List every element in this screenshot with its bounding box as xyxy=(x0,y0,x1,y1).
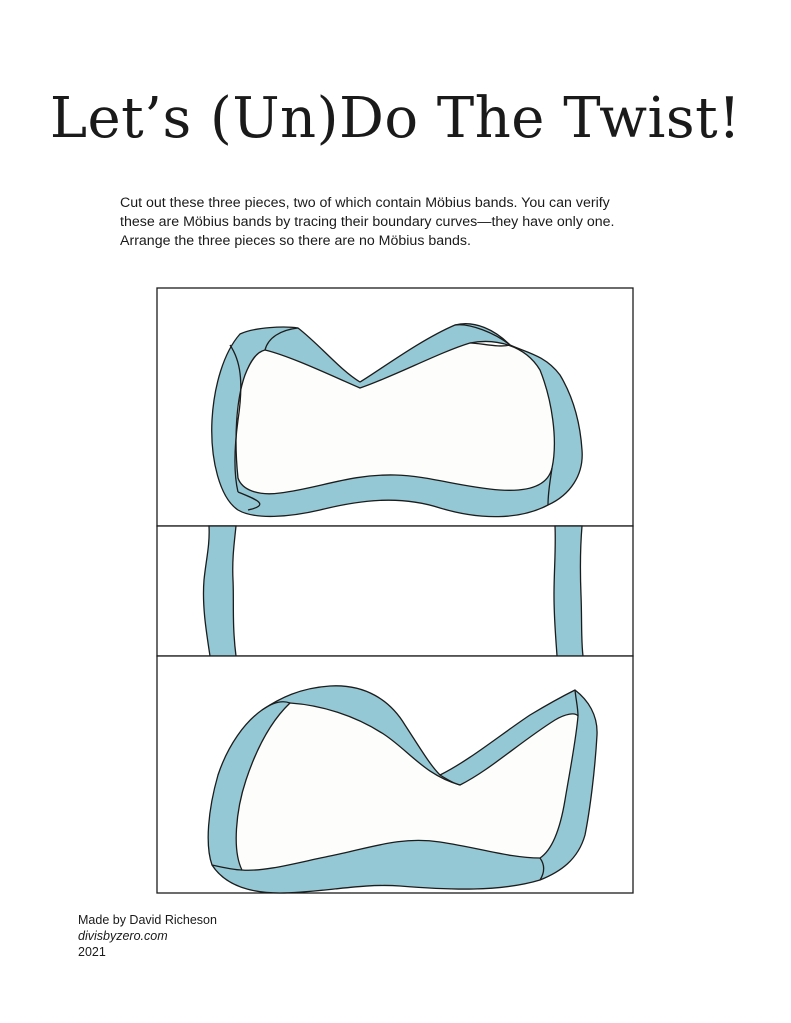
right-band-strip xyxy=(553,525,584,657)
bottom-twist-line xyxy=(261,701,291,711)
bottom-piece xyxy=(156,655,634,894)
bottom-twist-line xyxy=(539,857,545,881)
page-title: Let’s (Un)Do The Twist! xyxy=(49,86,742,151)
instructions-line: these are Möbius bands by tracing their … xyxy=(120,214,615,230)
top-twist-line xyxy=(229,344,242,493)
instructions: Cut out these three pieces, two of which… xyxy=(120,194,680,251)
bottom-twist-line xyxy=(439,774,461,786)
top-twist-line xyxy=(264,327,299,351)
author-credit: Made by David Richeson xyxy=(78,913,217,927)
instructions-line: Cut out these three pieces, two of which… xyxy=(120,195,610,211)
top-band-interior xyxy=(235,340,556,495)
website-link[interactable]: divisbyzero.com xyxy=(78,929,168,943)
top-twist-line xyxy=(237,491,261,511)
top-piece xyxy=(156,287,634,527)
left-band-strip xyxy=(202,525,237,657)
instructions-line: Arrange the three pieces so there are no… xyxy=(120,233,471,249)
bottom-twist-line xyxy=(211,864,243,871)
bottom-twist-line xyxy=(574,689,579,717)
credits: Made by David Richeson divisbyzero.com 2… xyxy=(78,912,217,960)
top-twist-line xyxy=(547,467,553,506)
middle-piece xyxy=(156,525,634,657)
year: 2021 xyxy=(78,945,106,959)
top-twist-line xyxy=(454,324,512,347)
cutout-pieces xyxy=(156,287,634,894)
bottom-band-interior xyxy=(235,702,579,871)
